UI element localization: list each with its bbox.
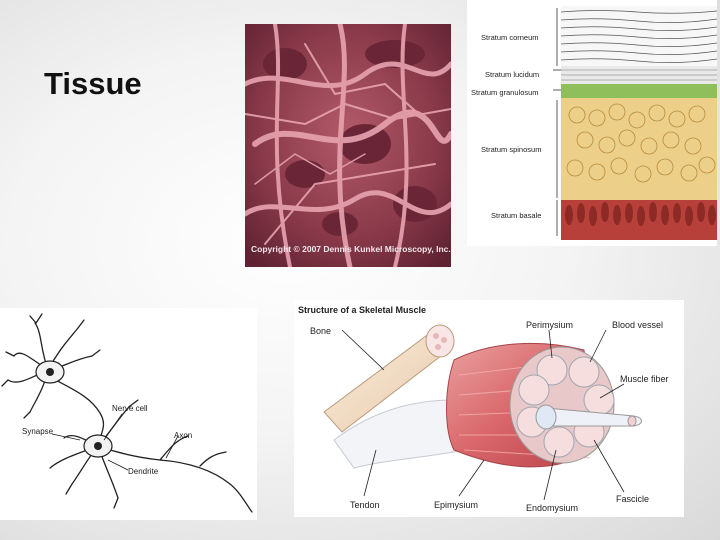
muscle-label-epimysium: Epimysium <box>434 500 478 510</box>
connective-tissue-micrograph: Copyright © 2007 Dennis Kunkel Microscop… <box>245 24 451 267</box>
neuron-label-axon: Axon <box>174 431 192 440</box>
muscle-label-bone: Bone <box>310 326 331 336</box>
epidermis-label-granulosum: Stratum granulosum <box>471 88 539 97</box>
neuron-diagram: Nerve cell Synapse Axon Dendrite <box>0 308 257 520</box>
epidermis-label-corneum: Stratum corneum <box>481 33 539 42</box>
muscle-label-perimysium: Perimysium <box>526 320 573 330</box>
neuron-label-nerve-cell: Nerve cell <box>112 404 148 413</box>
epidermis-label-basale: Stratum basale <box>491 211 541 220</box>
epidermis-diagram: Stratum corneum Stratum lucidum Stratum … <box>467 0 717 246</box>
muscle-label-endomysium: Endomysium <box>526 503 578 513</box>
muscle-label-tendon: Tendon <box>350 500 380 510</box>
muscle-diagram-title: Structure of a Skeletal Muscle <box>298 305 426 315</box>
muscle-label-blood-vessel: Blood vessel <box>612 320 663 330</box>
skeletal-muscle-diagram: Structure of a Skeletal Muscle <box>294 300 684 517</box>
neuron-label-synapse: Synapse <box>22 427 54 436</box>
copyright-text: Copyright © 2007 Dennis Kunkel Microscop… <box>251 244 451 254</box>
muscle-label-muscle-fiber: Muscle fiber <box>620 374 669 384</box>
epidermis-label-spinosum: Stratum spinosum <box>481 145 541 154</box>
slide-title: Tissue <box>44 66 142 101</box>
muscle-label-fascicle: Fascicle <box>616 494 649 504</box>
epidermis-label-lucidum: Stratum lucidum <box>485 70 539 79</box>
neuron-label-dendrite: Dendrite <box>128 467 159 476</box>
